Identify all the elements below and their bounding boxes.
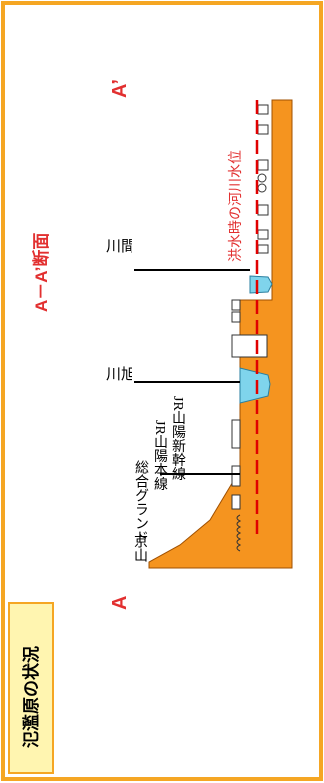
asahi-river-label: 旭 川 bbox=[104, 366, 132, 381]
hyakken-river-channel bbox=[249, 275, 273, 294]
kyoyama-label: 京山 bbox=[132, 534, 147, 562]
title-box bbox=[8, 602, 54, 774]
section-title: A－A’断面 bbox=[31, 233, 51, 312]
hyakken-river-label: 百 間 川 bbox=[104, 238, 132, 253]
sogo-ground-label: 総合グランド bbox=[133, 460, 148, 544]
jr-sanyo-shinkansen-label: JR山陽新幹線 bbox=[170, 396, 185, 481]
building-apartment bbox=[231, 334, 268, 358]
jr-sanyo-honsen-label: JR山陽本線 bbox=[152, 420, 167, 491]
point-a-label: A bbox=[109, 596, 131, 610]
figure-title: 氾濫原の状況 bbox=[21, 646, 41, 748]
point-a-prime-label: A’ bbox=[109, 79, 131, 98]
building-tall bbox=[231, 419, 241, 449]
trees bbox=[257, 173, 267, 193]
sogo-ground-trees bbox=[236, 514, 242, 552]
flood-water-level-label: 洪水時の河川水位 bbox=[227, 150, 243, 262]
buildings bbox=[231, 104, 269, 510]
asahi-river-channel bbox=[239, 367, 271, 404]
